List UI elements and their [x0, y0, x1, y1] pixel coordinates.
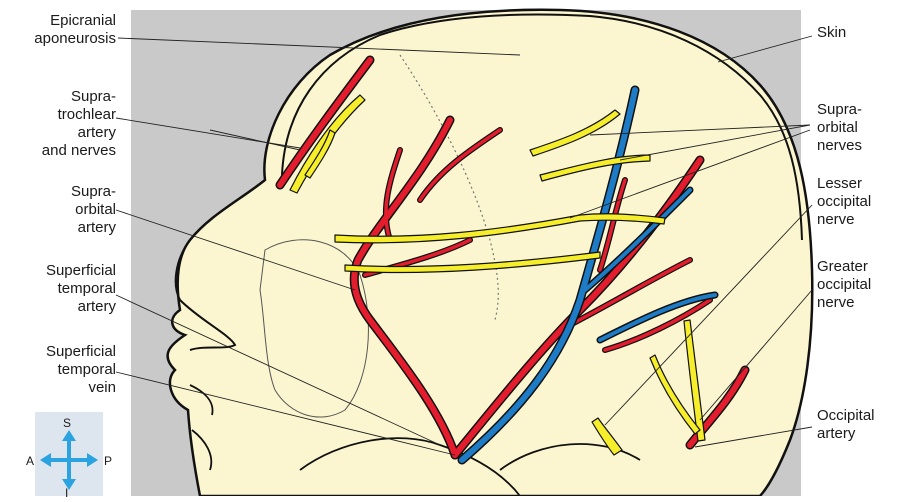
label-skin: Skin	[817, 24, 846, 42]
label-supratrochlear: Supra- trochlear artery and nerves	[42, 88, 116, 160]
label-superficial-temporal-vein: Superficial temporal vein	[46, 343, 116, 397]
label-lesser-occipital-nerve: Lesser occipital nerve	[817, 175, 871, 229]
compass-p: P	[104, 452, 112, 470]
label-epicranial-aponeurosis: Epicranial aponeurosis	[34, 12, 116, 48]
label-greater-occipital-nerve: Greater occipital nerve	[817, 258, 871, 312]
compass-i: I	[65, 484, 68, 502]
compass-a: A	[26, 452, 34, 470]
label-supraorbital-nerves: Supra- orbital nerves	[817, 101, 862, 155]
label-occipital-artery: Occipital artery	[817, 407, 875, 443]
label-supraorbital-artery: Supra- orbital artery	[71, 183, 116, 237]
compass-s: S	[63, 414, 71, 432]
label-superficial-temporal-artery: Superficial temporal artery	[46, 262, 116, 316]
